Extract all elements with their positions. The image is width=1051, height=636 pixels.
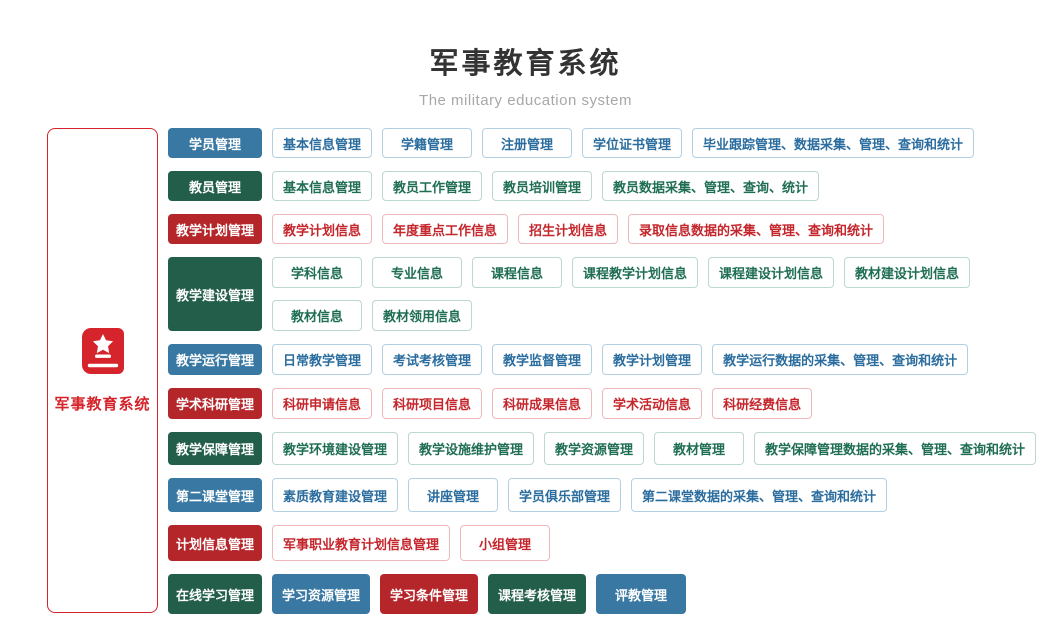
category-button[interactable]: 学术科研管理 bbox=[168, 388, 262, 419]
module-button[interactable]: 课程教学计划信息 bbox=[572, 257, 699, 288]
module-button[interactable]: 课程考核管理 bbox=[488, 574, 587, 614]
module-button[interactable]: 课程建设计划信息 bbox=[708, 257, 835, 288]
module-button[interactable]: 讲座管理 bbox=[408, 478, 499, 512]
module-button[interactable]: 注册管理 bbox=[482, 128, 573, 158]
system-root-panel: 军事教育系统 bbox=[47, 128, 158, 613]
module-button[interactable]: 教学设施维护管理 bbox=[408, 432, 535, 465]
module-row: 学术科研管理科研申请信息科研项目信息科研成果信息学术活动信息科研经费信息 bbox=[168, 388, 1036, 419]
module-button[interactable]: 科研项目信息 bbox=[382, 388, 483, 419]
category-button[interactable]: 计划信息管理 bbox=[168, 525, 262, 561]
module-button[interactable]: 科研成果信息 bbox=[492, 388, 593, 419]
module-row: 教学建设管理学科信息专业信息课程信息课程教学计划信息课程建设计划信息教材建设计划… bbox=[168, 257, 1036, 331]
module-button[interactable]: 科研经费信息 bbox=[712, 388, 813, 419]
module-button[interactable]: 课程信息 bbox=[472, 257, 562, 288]
module-button[interactable]: 学习条件管理 bbox=[380, 574, 479, 614]
module-button[interactable]: 招生计划信息 bbox=[518, 214, 619, 244]
module-row: 教学运行管理日常教学管理考试考核管理教学监督管理教学计划管理教学运行数据的采集、… bbox=[168, 344, 1036, 375]
category-button[interactable]: 教学保障管理 bbox=[168, 432, 262, 465]
book-star-icon bbox=[81, 327, 125, 380]
module-row-lines: 学科信息专业信息课程信息课程教学计划信息课程建设计划信息教材建设计划信息教材信息… bbox=[272, 257, 971, 331]
module-button[interactable]: 学术活动信息 bbox=[602, 388, 703, 419]
module-button[interactable]: 教材建设计划信息 bbox=[844, 257, 971, 288]
module-button[interactable]: 教学保障管理数据的采集、管理、查询和统计 bbox=[754, 432, 1037, 465]
module-button[interactable]: 教学环境建设管理 bbox=[272, 432, 399, 465]
category-button[interactable]: 教员管理 bbox=[168, 171, 262, 201]
module-button[interactable]: 录取信息数据的采集、管理、查询和统计 bbox=[628, 214, 885, 244]
category-button[interactable]: 在线学习管理 bbox=[168, 574, 262, 614]
module-button[interactable]: 教员数据采集、管理、查询、统计 bbox=[602, 171, 820, 201]
module-button[interactable]: 日常教学管理 bbox=[272, 344, 373, 375]
module-button[interactable]: 教学监督管理 bbox=[492, 344, 593, 375]
module-button[interactable]: 年度重点工作信息 bbox=[382, 214, 509, 244]
category-button[interactable]: 教学计划管理 bbox=[168, 214, 262, 244]
page-subtitle: The military education system bbox=[419, 92, 632, 109]
module-button[interactable]: 基本信息管理 bbox=[272, 171, 373, 201]
module-button[interactable]: 学籍管理 bbox=[382, 128, 473, 158]
system-root-label: 军事教育系统 bbox=[54, 396, 151, 413]
module-button[interactable]: 教员工作管理 bbox=[382, 171, 483, 201]
module-row-line: 学科信息专业信息课程信息课程教学计划信息课程建设计划信息教材建设计划信息 bbox=[272, 257, 971, 288]
module-button[interactable]: 基本信息管理 bbox=[272, 128, 373, 158]
module-button[interactable]: 考试考核管理 bbox=[382, 344, 483, 375]
module-button[interactable]: 素质教育建设管理 bbox=[272, 478, 399, 512]
module-button[interactable]: 教学计划信息 bbox=[272, 214, 373, 244]
page-title: 军事教育系统 bbox=[429, 48, 622, 80]
category-button[interactable]: 学员管理 bbox=[168, 128, 262, 158]
module-button[interactable]: 教材管理 bbox=[654, 432, 745, 465]
module-button[interactable]: 评教管理 bbox=[596, 574, 687, 614]
module-button[interactable]: 学习资源管理 bbox=[272, 574, 371, 614]
module-row: 教员管理基本信息管理教员工作管理教员培训管理教员数据采集、管理、查询、统计 bbox=[168, 171, 1036, 201]
module-button[interactable]: 教学计划管理 bbox=[602, 344, 703, 375]
category-button[interactable]: 教学运行管理 bbox=[168, 344, 262, 375]
module-row: 教学保障管理教学环境建设管理教学设施维护管理教学资源管理教材管理教学保障管理数据… bbox=[168, 432, 1037, 465]
module-row: 在线学习管理学习资源管理学习条件管理课程考核管理评教管理 bbox=[168, 574, 1036, 614]
category-button[interactable]: 教学建设管理 bbox=[168, 257, 262, 331]
module-row: 教学计划管理教学计划信息年度重点工作信息招生计划信息录取信息数据的采集、管理、查… bbox=[168, 214, 1036, 244]
module-button[interactable]: 教学运行数据的采集、管理、查询和统计 bbox=[712, 344, 969, 375]
module-button[interactable]: 小组管理 bbox=[460, 525, 551, 561]
module-button[interactable]: 学位证书管理 bbox=[582, 128, 683, 158]
module-row: 第二课堂管理素质教育建设管理讲座管理学员俱乐部管理第二课堂数据的采集、管理、查询… bbox=[168, 478, 1036, 512]
module-button[interactable]: 军事职业教育计划信息管理 bbox=[272, 525, 451, 561]
module-button[interactable]: 学员俱乐部管理 bbox=[508, 478, 622, 512]
module-row-line: 教材信息教材领用信息 bbox=[272, 300, 970, 331]
module-button[interactable]: 教材信息 bbox=[272, 300, 362, 331]
category-button[interactable]: 第二课堂管理 bbox=[168, 478, 262, 512]
module-button[interactable]: 第二课堂数据的采集、管理、查询和统计 bbox=[631, 478, 888, 512]
module-button[interactable]: 教材领用信息 bbox=[372, 300, 473, 331]
module-button[interactable]: 毕业跟踪管理、数据采集、管理、查询和统计 bbox=[692, 128, 975, 158]
module-row: 学员管理基本信息管理学籍管理注册管理学位证书管理毕业跟踪管理、数据采集、管理、查… bbox=[168, 128, 1036, 158]
page-header: 军事教育系统 The military education system bbox=[0, 40, 1051, 109]
module-button[interactable]: 科研申请信息 bbox=[272, 388, 373, 419]
module-button[interactable]: 教学资源管理 bbox=[544, 432, 645, 465]
module-button[interactable]: 教员培训管理 bbox=[492, 171, 593, 201]
module-button[interactable]: 专业信息 bbox=[372, 257, 462, 288]
module-row: 计划信息管理军事职业教育计划信息管理小组管理 bbox=[168, 525, 1036, 561]
module-button[interactable]: 学科信息 bbox=[272, 257, 362, 288]
module-rows: 学员管理基本信息管理学籍管理注册管理学位证书管理毕业跟踪管理、数据采集、管理、查… bbox=[168, 128, 1037, 614]
